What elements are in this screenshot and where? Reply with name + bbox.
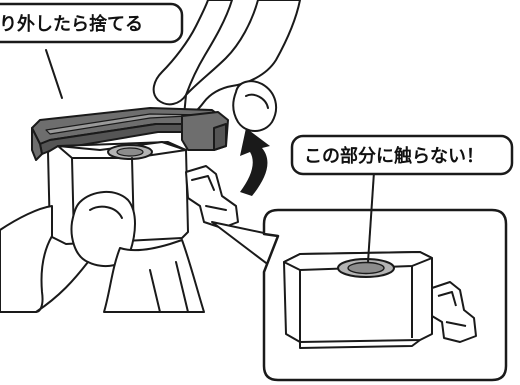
protective-cap-tab-side <box>213 123 227 151</box>
zoom-cartridge <box>283 251 477 349</box>
cartridge-front-zoom <box>299 266 413 342</box>
lower-fingers <box>35 261 189 313</box>
removal-scene <box>0 0 301 313</box>
touch-leader-line <box>367 171 375 263</box>
upper-thumb <box>232 80 278 132</box>
upper-hand-back <box>183 0 301 117</box>
remove-callout-text: り外したら捨てる <box>0 13 143 35</box>
cartridge-latch-detail <box>191 175 227 211</box>
cartridge-latch-zoom-detail <box>437 291 467 327</box>
remove-callout-box <box>0 2 184 44</box>
do-not-touch-callout: この部分に触らない！ <box>290 134 514 176</box>
lower-hand-palm <box>103 239 205 313</box>
upper-thumbnail <box>245 93 269 109</box>
remove-callout: り外したら捨てる <box>0 2 184 44</box>
lower-thumbnail <box>89 205 123 219</box>
cartridge-latch-left <box>185 165 239 229</box>
cartridge-bottom-zoom <box>299 339 421 349</box>
ink-window-inner-zoom <box>347 261 385 275</box>
lower-hand <box>0 205 53 313</box>
curved-up-arrow-icon <box>240 128 270 196</box>
protective-cap-highlight <box>45 113 207 135</box>
zoom-panel <box>262 171 508 382</box>
cap-leader-line <box>45 49 63 99</box>
do-not-touch-text: この部分に触らない！ <box>304 145 484 167</box>
cartridge-latch-zoom <box>431 281 477 343</box>
ink-window-inner-left <box>116 147 144 157</box>
upper-hand <box>152 0 233 106</box>
do-not-touch-box <box>290 134 514 176</box>
cap-left-lip <box>31 127 43 161</box>
